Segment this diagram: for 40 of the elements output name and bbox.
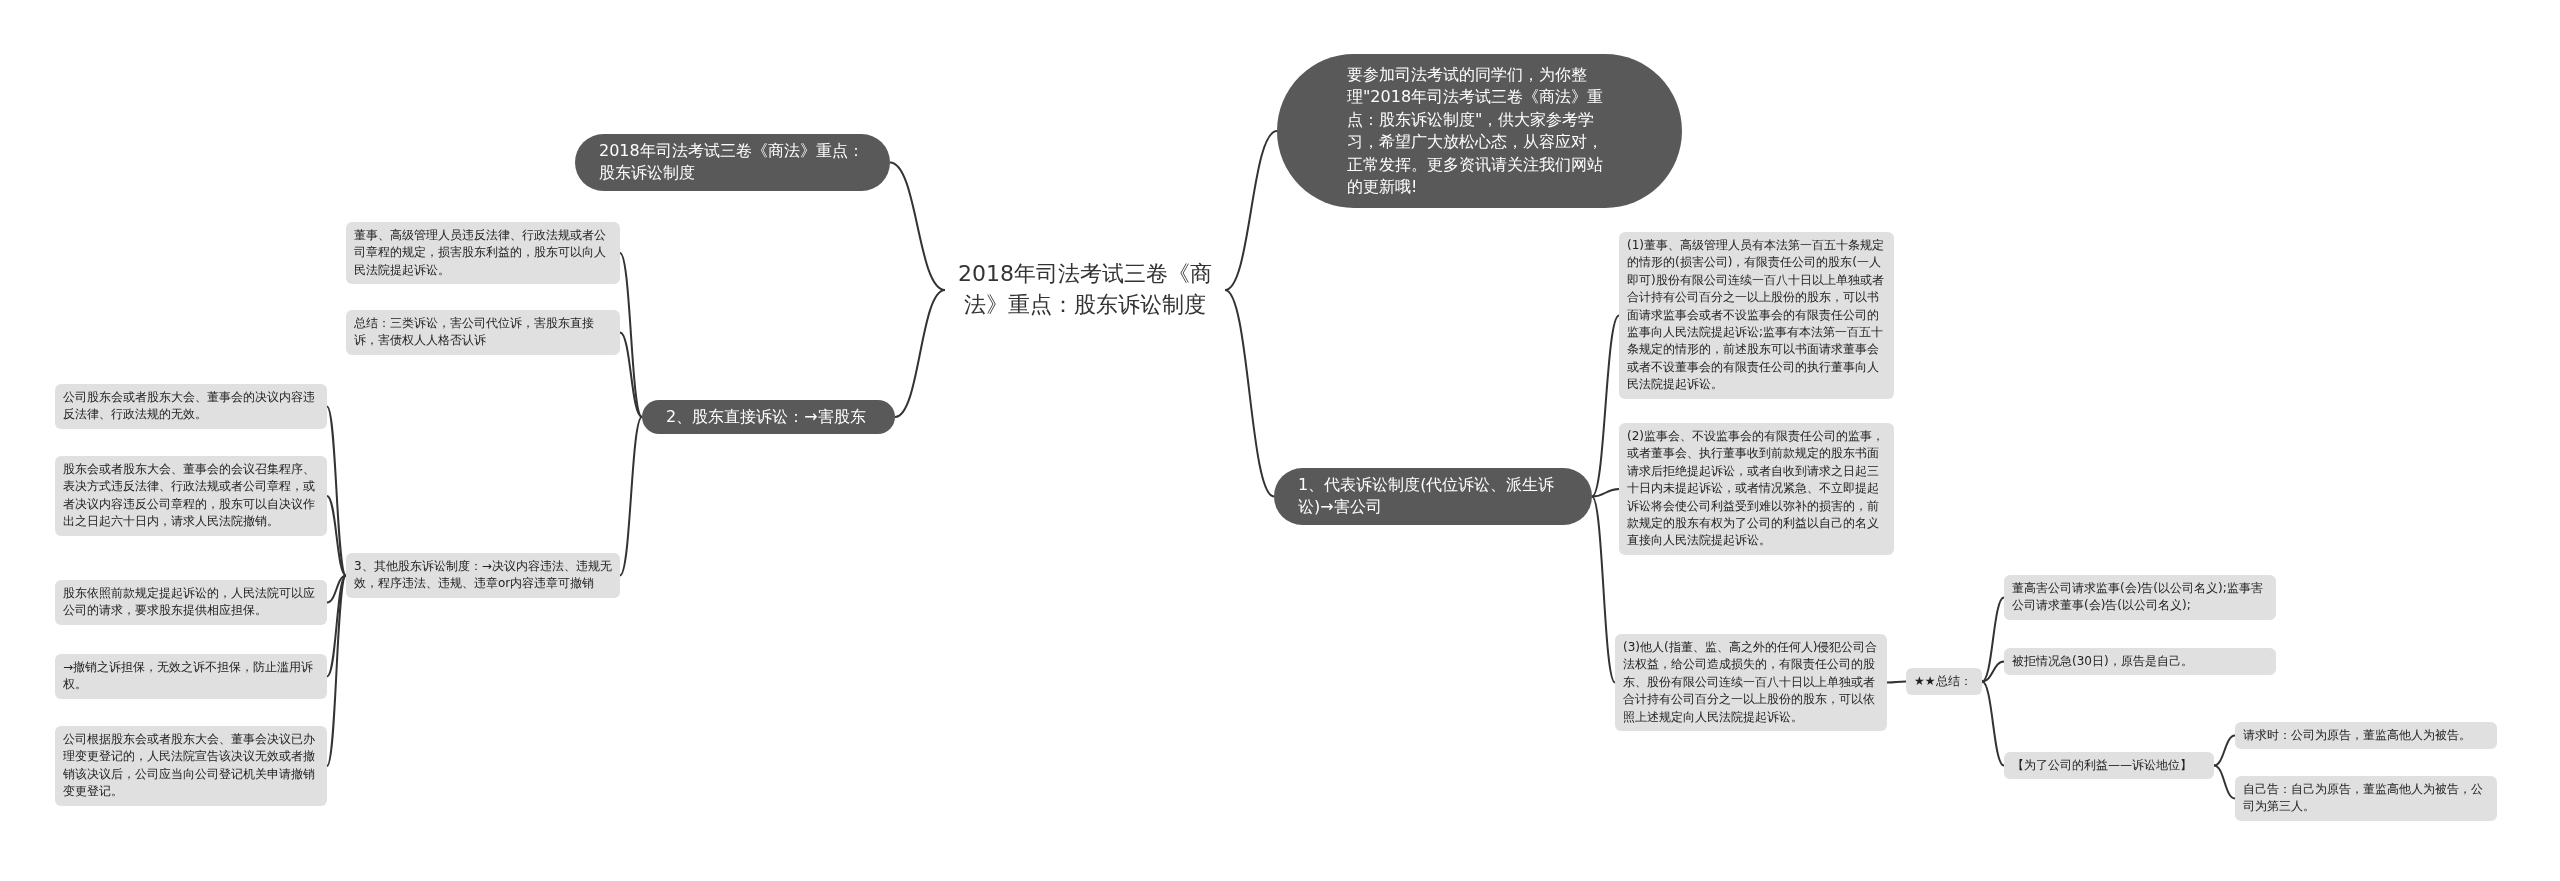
note-card: (3)他人(指董、监、高之外的任何人)侵犯公司合法权益，给公司造成损失的，有限责任公司的股东、股份有限公司连续一百八十日以上单独或者合计持有公司百分之一以上股份的股东，可以依照上述规定向人民法院提起诉讼。 (1615, 634, 1887, 731)
connector-line (326, 574, 347, 604)
connector-line (619, 252, 643, 418)
note-card: →撤销之诉担保，无效之诉不担保，防止滥用诉权。 (55, 654, 327, 699)
note-card: ★★总结： (1906, 668, 1982, 696)
connector-line (619, 331, 643, 418)
note-card: 董高害公司请求监事(会)告(以公司名义);监事害公司请求董事(会)告(以公司名义); (2004, 575, 2276, 620)
connector-line (326, 495, 347, 577)
connector-line (619, 416, 643, 577)
note-card: 自己告：自己为原告，董监高他人为被告，公司为第三人。 (2235, 776, 2497, 821)
note-card: (2)监事会、不设监事会的有限责任公司的监事，或者董事会、执行董事收到前款规定的股东书面请求后拒绝提起诉讼，或者自收到请求之日起三十日内未提起诉讼，或者情况紧急、不立即提起诉讼将会使公司利益受到难以弥补的损害的，前款规定的股东有权为了公司的利益以自己的名义直接向人民法院提起诉讼。 (1619, 423, 1894, 555)
note-card: 股东依照前款规定提起诉讼的，人民法院可以应公司的请求，要求股东提供相应担保。 (55, 580, 327, 625)
topic-pill: 2、股东直接诉讼：→害股东 (642, 400, 895, 435)
topic-pill: 1、代表诉讼制度(代位诉讼、派生诉讼)→害公司 (1274, 468, 1592, 525)
note-card: 总结：三类诉讼，害公司代位诉，害股东直接诉，害债权人人格否认诉 (346, 310, 620, 355)
connector-line (1981, 660, 2005, 683)
connector-line (1886, 680, 1907, 684)
central-topic: 2018年司法考试三卷《商法》重点：股东诉讼制度 (945, 255, 1225, 325)
connector-line (326, 574, 347, 767)
note-card: (1)董事、高级管理人员有本法第一百五十条规定的情形的(损害公司)，有限责任公司的股东(一人即可)股份有限公司连续一百八十日以上单独或者合计持有公司百分之一以上股份的股东，可以书面请求监事会或者不设监事会的有限责任公司的监事向人民法院提起诉讼;监事有本法第一百五十条规定的情形的，前述股东可以书面请求董事会或者不设董事会的有限责任公司的执行董事向人民法院提起诉讼。 (1619, 232, 1894, 399)
connector-line (1981, 680, 2005, 767)
note-card: 公司根据股东会或者股东大会、董事会决议已办理变更登记的，人民法院宣告该决议无效或者撤销该决议后，公司应当向公司登记机关申请撤销变更登记。 (55, 726, 327, 806)
note-card: 被拒情况急(30日)，原告是自己。 (2004, 648, 2276, 676)
note-card: 【为了公司的利益——诉讼地位】 (2004, 752, 2214, 780)
note-card: 董事、高级管理人员违反法律、行政法规或者公司章程的规定，损害股东利益的，股东可以向人民法院提起诉讼。 (346, 222, 620, 285)
note-card: 股东会或者股东大会、董事会的会议召集程序、表决方式违反法律、行政法规或者公司章程，或者决议内容违反公司章程的，股东可以自决议作出之日起六十日内，请求人民法院撤销。 (55, 456, 327, 536)
connector-line (2213, 734, 2236, 767)
connector-line (1224, 130, 1278, 291)
connector-line (1591, 488, 1620, 498)
note-card: 3、其他股东诉讼制度：→决议内容违法、违规无效，程序违法、违规、违章or内容违章可撤销 (346, 553, 620, 598)
connector-line (894, 289, 946, 418)
connector-line (1981, 596, 2005, 683)
connector-line (326, 574, 347, 678)
connector-line (1591, 495, 1616, 684)
note-card: 请求时：公司为原告，董监高他人为被告。 (2235, 722, 2497, 750)
connector-line (2213, 764, 2236, 800)
note-card: 公司股东会或者股东大会、董事会的决议内容违反法律、行政法规的无效。 (55, 384, 327, 429)
connector-line (1224, 289, 1275, 498)
connector-line (1591, 314, 1620, 498)
topic-pill: 2018年司法考试三卷《商法》重点：股东诉讼制度 (575, 134, 890, 191)
